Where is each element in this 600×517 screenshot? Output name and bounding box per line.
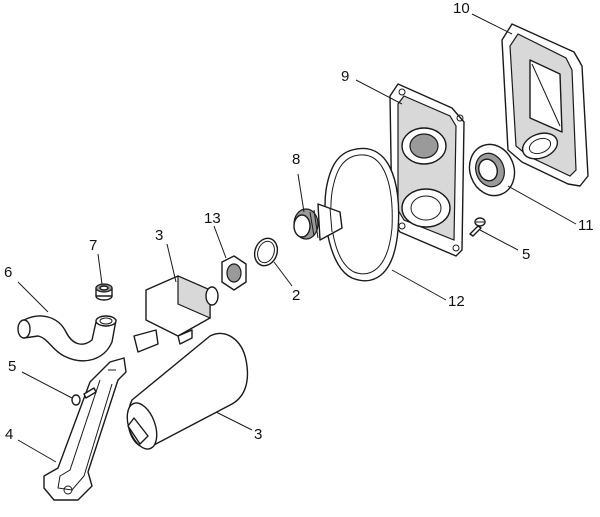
callout-13: 13 xyxy=(204,210,221,227)
callout-10: 10 xyxy=(453,0,470,17)
leader-lines xyxy=(17,13,577,463)
part-5-screw-left xyxy=(71,387,97,406)
callout-3-bottom: 3 xyxy=(254,426,263,443)
callout-2: 2 xyxy=(292,287,301,304)
callout-5-left: 5 xyxy=(8,358,17,375)
callout-8: 8 xyxy=(292,151,301,168)
part-8-connector xyxy=(293,203,343,241)
part-6-hose xyxy=(17,315,117,362)
part-7-plug xyxy=(95,283,113,301)
callout-4: 4 xyxy=(5,426,14,443)
part-12-gasket xyxy=(324,147,400,282)
part-13-nut xyxy=(221,255,247,291)
part-10-frame xyxy=(501,23,589,187)
part-3-solenoid-block xyxy=(133,275,219,353)
callout-7: 7 xyxy=(89,237,98,254)
callout-5-right: 5 xyxy=(522,246,531,263)
part-3-cylinder xyxy=(126,332,249,450)
callout-3-top: 3 xyxy=(155,227,164,244)
part-9-plate xyxy=(389,83,465,257)
callout-12: 12 xyxy=(448,293,465,310)
part-11-seal xyxy=(468,143,516,197)
part-4-bracket xyxy=(43,357,127,501)
part-2-o-ring xyxy=(253,237,279,267)
callout-6: 6 xyxy=(4,264,13,281)
callout-9: 9 xyxy=(341,68,350,85)
callout-11: 11 xyxy=(578,217,594,234)
part-5-screw-right xyxy=(469,217,486,237)
